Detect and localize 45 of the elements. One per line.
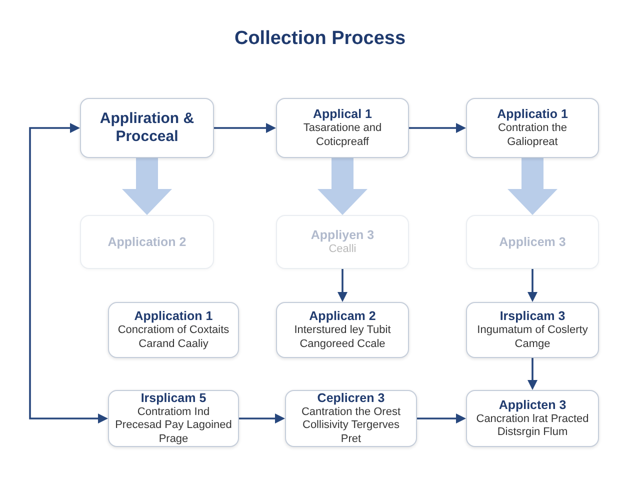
box-heading: Appliyen 3 [310,228,374,243]
arrow [29,123,108,424]
process-box [466,302,599,358]
box-heading: Irsplicam 5 [140,391,206,406]
block-arrow [318,158,368,215]
arrow [409,123,466,133]
box-heading: Appliration & Procceal [98,110,196,146]
box-heading: Applicem 3 [499,234,566,250]
box-description: Tasaratione and Coticpreaff [302,122,383,149]
box-heading: Application 2 [108,234,186,250]
box-description: Ingumatum of Coslerty Camge [476,324,589,351]
block-arrow [122,158,172,215]
box-description: Cealli [328,242,356,256]
process-box [276,215,409,269]
box-heading: Irsplicam 3 [500,309,566,324]
box-heading: Ceplicren 3 [317,391,385,406]
arrow [528,269,538,302]
process-box [80,215,214,269]
box-heading: Applicam 2 [309,309,376,324]
box-description: Interstured ley Tubit Cangoreed Ccale [293,324,392,351]
box-description: Cantration the Orest Collisivity Tergerves Pret [300,406,402,446]
box-heading: Applicatio 1 [497,107,568,122]
process-box [466,98,599,158]
box-description: Contration the Galiopreat [496,122,568,149]
box-description: Cancration lrat Practed Distsrgin Flum [475,412,590,440]
process-box [466,390,599,447]
process-box [285,390,417,447]
box-heading: Applical 1 [312,107,372,122]
arrow [239,414,285,424]
diagram-title: Collection Process [233,28,407,50]
arrow [417,414,466,424]
process-box [108,390,239,447]
arrow [528,358,538,390]
box-heading: Applicten 3 [498,398,566,413]
process-box [276,302,409,358]
block-arrow [508,158,558,215]
process-box [80,98,214,158]
arrow [338,269,348,302]
box-description: Contratiom Ind Precesad Pay Lagoined Prage [115,406,232,446]
process-box [466,215,599,269]
arrow [214,123,276,133]
process-box [276,98,409,158]
process-box [108,302,239,358]
box-description: Concratiom of Coxtaits Carand Caaliy [116,324,230,351]
box-heading: Application 1 [134,309,213,324]
